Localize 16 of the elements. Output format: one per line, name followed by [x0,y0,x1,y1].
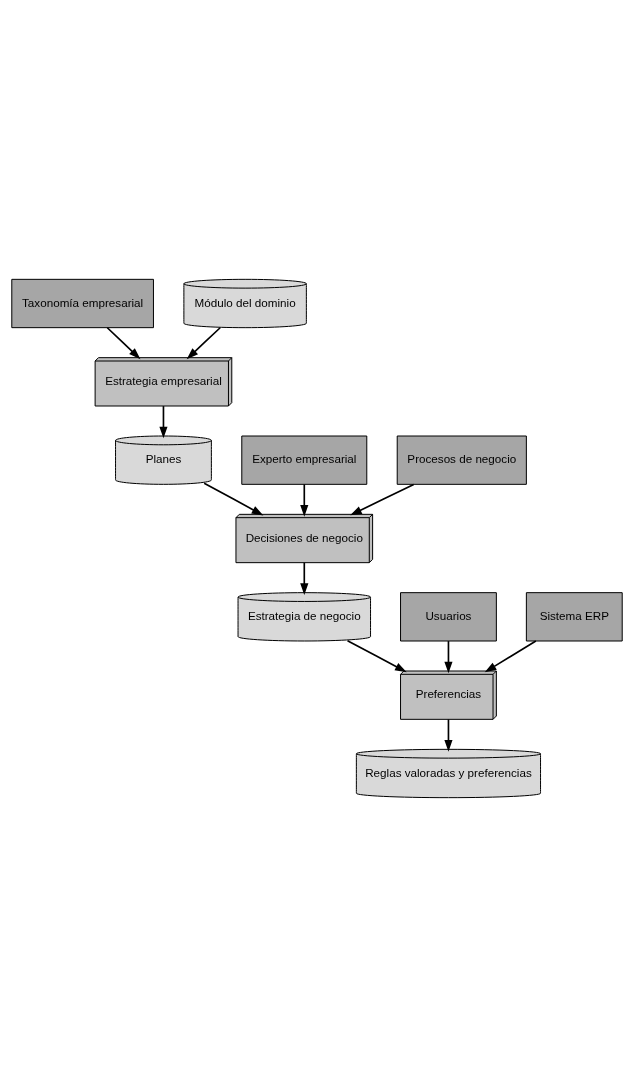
arrow [346,639,407,673]
arrow [159,405,168,439]
arrow [350,483,415,516]
arrow [300,483,309,517]
arrow [186,326,221,360]
arrow [203,482,264,516]
arrow [444,640,453,674]
arrow [106,326,141,360]
node-box: Procesos de negocio [396,435,527,485]
arrow [484,640,537,673]
node-box: Taxonomía empresarial [11,278,154,329]
node-box: Usuarios [400,592,497,642]
arrow [300,561,309,595]
node-box: Sistema ERP [525,592,623,642]
arrow [444,718,453,752]
node-box: Experto empresarial [241,435,368,485]
